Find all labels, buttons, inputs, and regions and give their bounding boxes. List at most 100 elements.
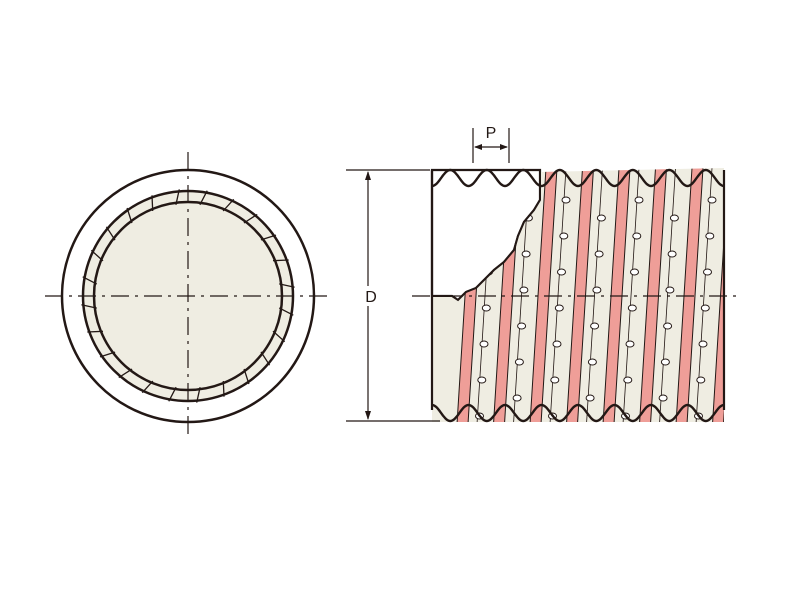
wire-tick bbox=[243, 213, 258, 224]
cutaway-boundary bbox=[432, 172, 541, 302]
wire-tick bbox=[82, 276, 98, 285]
perforation-hole bbox=[561, 196, 571, 204]
wire-tick bbox=[272, 330, 286, 343]
perforation-hole bbox=[587, 358, 597, 366]
perforation-holes bbox=[475, 196, 789, 437]
perforation-hole bbox=[667, 250, 677, 258]
wire-tick bbox=[126, 207, 133, 224]
perforation-hole bbox=[481, 304, 491, 312]
helix-stripe bbox=[711, 168, 724, 422]
perforation-hole bbox=[632, 232, 642, 240]
perforation-hole bbox=[768, 413, 776, 419]
perforation-hole bbox=[511, 431, 519, 437]
pitch-arrow-right bbox=[500, 144, 508, 150]
perforation-hole bbox=[698, 340, 708, 348]
perforation-hole bbox=[737, 323, 745, 329]
perforation-hole bbox=[550, 376, 560, 384]
perforation-hole bbox=[696, 376, 706, 384]
perforation-hole bbox=[665, 286, 675, 294]
perforation-hole bbox=[777, 269, 785, 275]
perforation-hole bbox=[741, 251, 749, 257]
wire-ticks bbox=[81, 189, 295, 403]
perforation-hole bbox=[514, 358, 524, 366]
wire-tick bbox=[272, 259, 289, 262]
arrow-top bbox=[365, 171, 371, 180]
perforation-hole bbox=[743, 215, 751, 221]
perforation-hole bbox=[700, 304, 710, 312]
perforation-hole bbox=[772, 341, 780, 347]
perforation-hole bbox=[585, 394, 595, 402]
end-view bbox=[45, 152, 332, 440]
perforation-hole bbox=[596, 214, 606, 222]
pitch-arrow-left bbox=[474, 144, 482, 150]
perforation-hole bbox=[559, 232, 569, 240]
perforation-hole bbox=[479, 340, 489, 348]
perforation-hole bbox=[739, 287, 747, 293]
perforation-hole bbox=[703, 268, 712, 276]
perforation-hole bbox=[627, 304, 637, 312]
perforation-hole bbox=[705, 232, 715, 240]
wire-tick bbox=[196, 387, 201, 403]
perforation-hole bbox=[625, 340, 635, 348]
perforation-hole bbox=[669, 214, 679, 222]
side-view bbox=[412, 168, 800, 437]
wire-tick bbox=[279, 283, 295, 288]
helix-stripe bbox=[529, 168, 558, 422]
perforation-hole bbox=[557, 268, 566, 276]
wire-tick bbox=[105, 226, 116, 241]
wire-tick bbox=[222, 380, 225, 397]
pitch-dimension bbox=[472, 128, 510, 163]
perforation-hole bbox=[658, 394, 668, 402]
wire-tick bbox=[278, 307, 294, 316]
perforation-hole bbox=[592, 286, 602, 294]
perforation-hole bbox=[660, 358, 670, 366]
perforation-hole bbox=[590, 322, 600, 330]
arrow-bottom bbox=[365, 411, 371, 420]
wire-tick bbox=[99, 351, 116, 358]
perforation-hole bbox=[634, 196, 644, 204]
wire-tick bbox=[222, 198, 235, 212]
perforation-hole bbox=[554, 304, 564, 312]
top-corrugation bbox=[431, 168, 725, 188]
perforation-hole bbox=[512, 394, 522, 402]
helix-stripe bbox=[749, 168, 776, 424]
perforation-hole bbox=[477, 376, 487, 384]
pitch-label: P bbox=[486, 125, 497, 142]
perforation-hole bbox=[657, 431, 665, 437]
perforation-hole bbox=[663, 322, 673, 330]
center-lines bbox=[45, 152, 332, 440]
perforation-hole bbox=[707, 196, 717, 204]
perforation-hole bbox=[781, 197, 789, 203]
diameter-label: D bbox=[365, 289, 377, 306]
wire-tick bbox=[151, 195, 154, 212]
perforation-hole bbox=[730, 431, 738, 437]
perforation-hole bbox=[521, 250, 531, 258]
wire-tick bbox=[87, 330, 104, 333]
perforation-hole bbox=[734, 359, 742, 365]
perforation-hole bbox=[630, 268, 639, 276]
perforation-hole bbox=[732, 395, 740, 401]
wire-tick bbox=[118, 368, 133, 379]
perforation-hole bbox=[517, 322, 527, 330]
perforation-hole bbox=[594, 250, 604, 258]
wire-tick bbox=[243, 368, 250, 385]
perforation-hole bbox=[584, 431, 592, 437]
wire-tick bbox=[141, 380, 154, 394]
bottom-corrugation bbox=[431, 403, 725, 423]
wire-tick bbox=[81, 304, 97, 309]
diameter-dimension bbox=[346, 169, 440, 422]
perforation-hole bbox=[774, 305, 782, 311]
wire-tick bbox=[260, 234, 277, 241]
wire-tick bbox=[260, 351, 271, 366]
perforation-hole bbox=[519, 286, 529, 294]
wire-tick bbox=[175, 189, 180, 205]
helix-stripe bbox=[786, 168, 800, 424]
perforation-hole bbox=[623, 376, 633, 384]
perforation-hole bbox=[779, 233, 787, 239]
perforation-hole bbox=[770, 377, 778, 383]
wire-tick bbox=[168, 386, 177, 402]
wire-tick bbox=[199, 190, 208, 206]
perforation-hole bbox=[552, 340, 562, 348]
wire-tick bbox=[90, 249, 104, 262]
